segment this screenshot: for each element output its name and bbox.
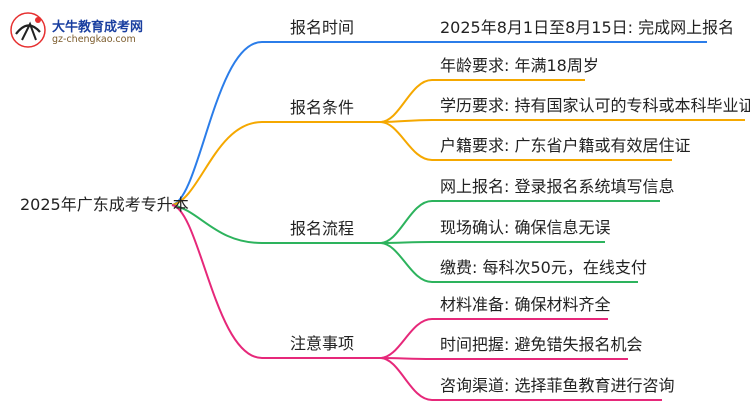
- leaf-conditions-3: 户籍要求: 广东省户籍或有效居住证: [440, 136, 691, 155]
- connector-notes-leaf-2: [379, 357, 433, 360]
- connector-notes-leaf-3: [379, 357, 433, 401]
- connector-root-time: [171, 41, 263, 206]
- branch-process: 报名流程: [290, 219, 355, 238]
- leaf-time-1: 2025年8月1日至8月15日: 完成网上报名: [440, 18, 735, 37]
- leaf-process-2: 现场确认: 确保信息无误: [440, 218, 611, 237]
- connector-notes-leaf-1: [379, 318, 433, 359]
- leaf-process-3: 缴费: 每科次50元，在线支付: [440, 258, 647, 277]
- logo-mark-icon: [10, 12, 46, 48]
- connector-conditions-leaf-1: [379, 79, 433, 123]
- connector-root-conditions: [171, 121, 263, 206]
- connector-root-process: [171, 204, 263, 244]
- root-node: 2025年广东成考专升本: [20, 195, 189, 214]
- site-logo: 大牛教育成考网 gz-chengkao.com: [8, 10, 168, 50]
- leaf-notes-3: 咨询渠道: 选择菲鱼教育进行咨询: [440, 376, 675, 395]
- connector-process-leaf-1: [379, 200, 433, 244]
- leaf-notes-1: 材料准备: 确保材料齐全: [440, 295, 611, 314]
- branch-conditions: 报名条件: [290, 98, 355, 117]
- connector-process-leaf-2: [379, 241, 433, 244]
- connector-conditions-leaf-3: [379, 121, 433, 161]
- leaf-notes-2: 时间把握: 避免错失报名机会: [440, 335, 643, 354]
- leaf-process-1: 网上报名: 登录报名系统填写信息: [440, 177, 675, 196]
- logo-url: gz-chengkao.com: [52, 34, 136, 45]
- connector-root-notes: [171, 204, 263, 359]
- leaf-conditions-1: 年龄要求: 年满18周岁: [440, 56, 599, 75]
- branch-time: 报名时间: [290, 18, 355, 37]
- leaf-conditions-2: 学历要求: 持有国家认可的专科或本科毕业证书: [440, 96, 750, 115]
- connector-process-leaf-3: [379, 242, 433, 283]
- branch-notes: 注意事项: [290, 334, 355, 353]
- logo-title: 大牛教育成考网: [52, 20, 144, 35]
